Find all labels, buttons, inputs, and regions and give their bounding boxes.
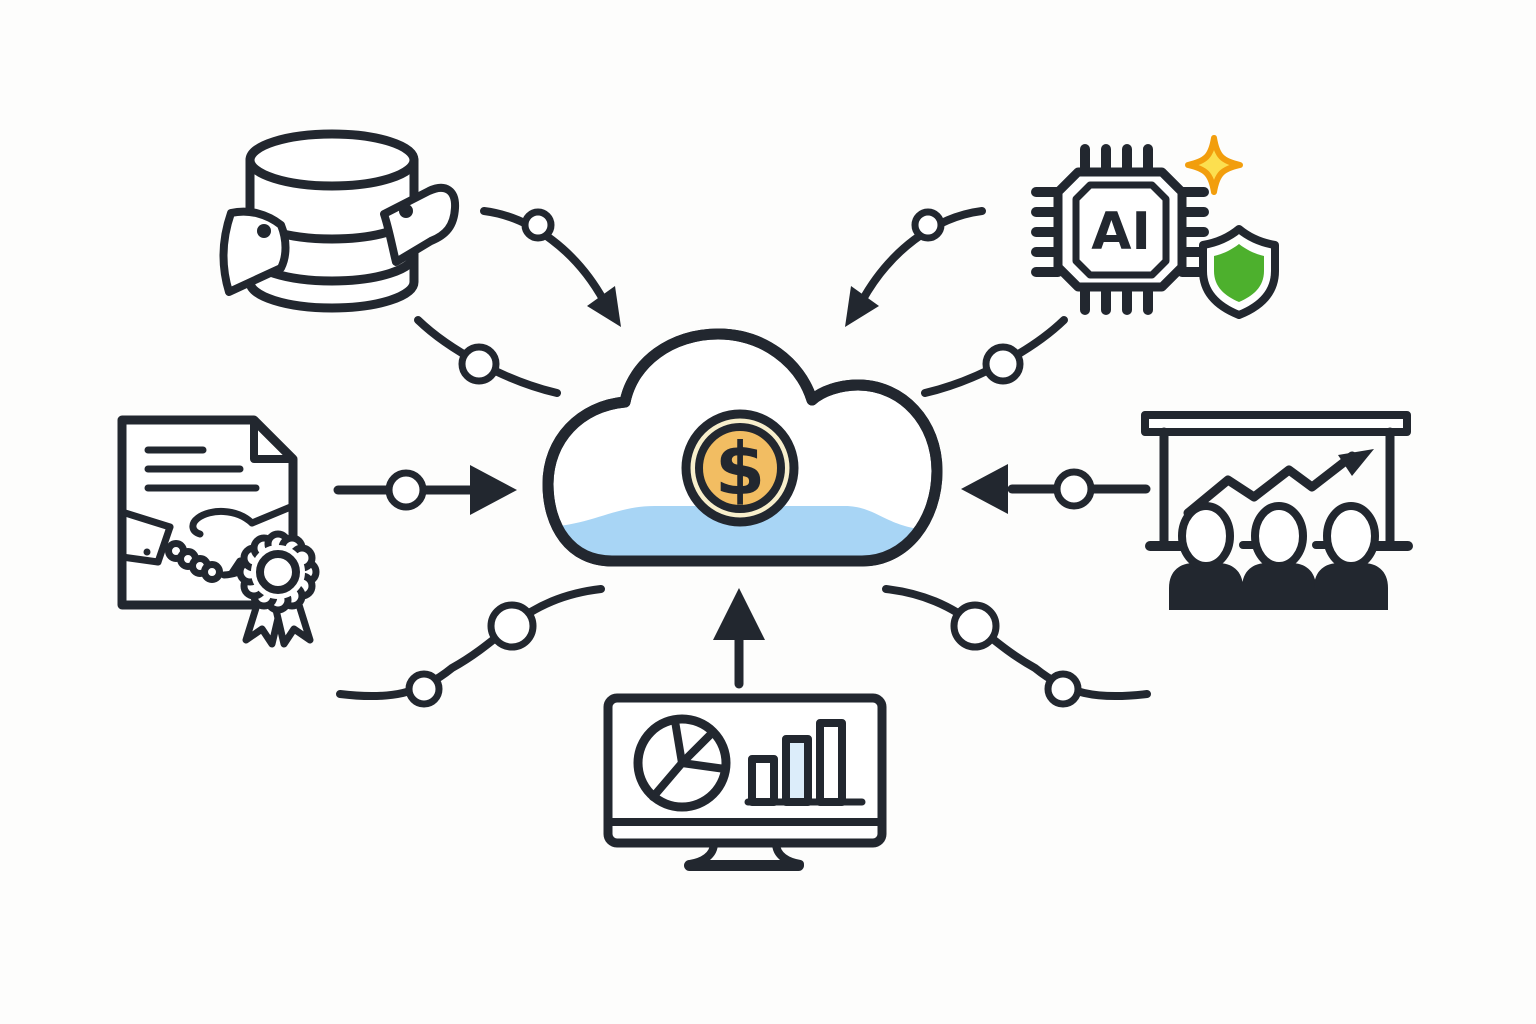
database-body bbox=[245, 155, 419, 313]
arrowhead-icon bbox=[587, 286, 621, 327]
connector-database-to-cloud bbox=[480, 207, 621, 327]
price-tag-right-icon bbox=[380, 183, 460, 266]
connector-contract-to-cloud bbox=[333, 465, 517, 515]
flow-line-lower-right bbox=[882, 585, 1151, 708]
person-head bbox=[1178, 502, 1234, 570]
connector-monitor-to-cloud bbox=[713, 588, 765, 689]
seal-center bbox=[256, 550, 300, 594]
monitor-base bbox=[684, 860, 804, 871]
flow-node bbox=[982, 343, 1024, 385]
flow-node bbox=[405, 670, 443, 708]
flow-line-lower-left bbox=[336, 585, 605, 708]
document-text-lines bbox=[144, 446, 260, 492]
dollar-symbol: $ bbox=[715, 427, 765, 511]
price-tag-left-icon bbox=[219, 207, 290, 296]
audience-people-icons bbox=[1169, 502, 1388, 610]
sparkle-icon bbox=[1185, 135, 1243, 195]
ai-chip-icon: AI bbox=[1031, 135, 1279, 319]
presentation-top-bar bbox=[1141, 411, 1411, 436]
flow-node bbox=[1044, 670, 1082, 708]
cloud-water-fill bbox=[548, 506, 937, 561]
pie-chart-icon bbox=[633, 714, 731, 812]
flow-node bbox=[950, 601, 1000, 651]
page-fold-corner bbox=[250, 416, 297, 463]
connector-presentation-to-cloud bbox=[961, 464, 1151, 514]
award-seal-icon bbox=[236, 530, 320, 648]
ai-chip-label: AI bbox=[1091, 202, 1151, 262]
dashboard-monitor-icon bbox=[603, 693, 887, 871]
database-icon bbox=[219, 129, 460, 313]
flow-node bbox=[487, 601, 537, 651]
person-head bbox=[1251, 502, 1307, 570]
presentation-icon bbox=[1141, 411, 1413, 610]
flow-line-upper-left bbox=[414, 316, 561, 397]
flow-node bbox=[911, 208, 945, 242]
flow-node bbox=[1053, 468, 1095, 510]
person-head bbox=[1323, 502, 1379, 570]
dollar-coin-icon: $ bbox=[681, 409, 799, 527]
cloud-with-dollar-coin: $ bbox=[542, 328, 943, 567]
connector-ai-to-cloud bbox=[845, 207, 986, 327]
arrowhead-icon bbox=[470, 465, 517, 515]
flow-node bbox=[385, 469, 427, 511]
arrowhead-icon bbox=[845, 286, 879, 327]
contract-document-icon bbox=[117, 415, 320, 648]
chip-core bbox=[1072, 181, 1170, 279]
arrowhead-icon bbox=[1338, 449, 1374, 476]
arrowhead-icon bbox=[713, 588, 765, 640]
growth-trend-arrow bbox=[1183, 449, 1374, 518]
bar-chart-icon bbox=[744, 719, 866, 806]
shield-icon bbox=[1199, 225, 1279, 319]
database-top bbox=[245, 129, 419, 191]
flow-line-upper-right bbox=[921, 316, 1068, 397]
flow-node bbox=[458, 343, 500, 385]
flow-node bbox=[521, 208, 555, 242]
arrowhead-icon bbox=[961, 464, 1008, 514]
